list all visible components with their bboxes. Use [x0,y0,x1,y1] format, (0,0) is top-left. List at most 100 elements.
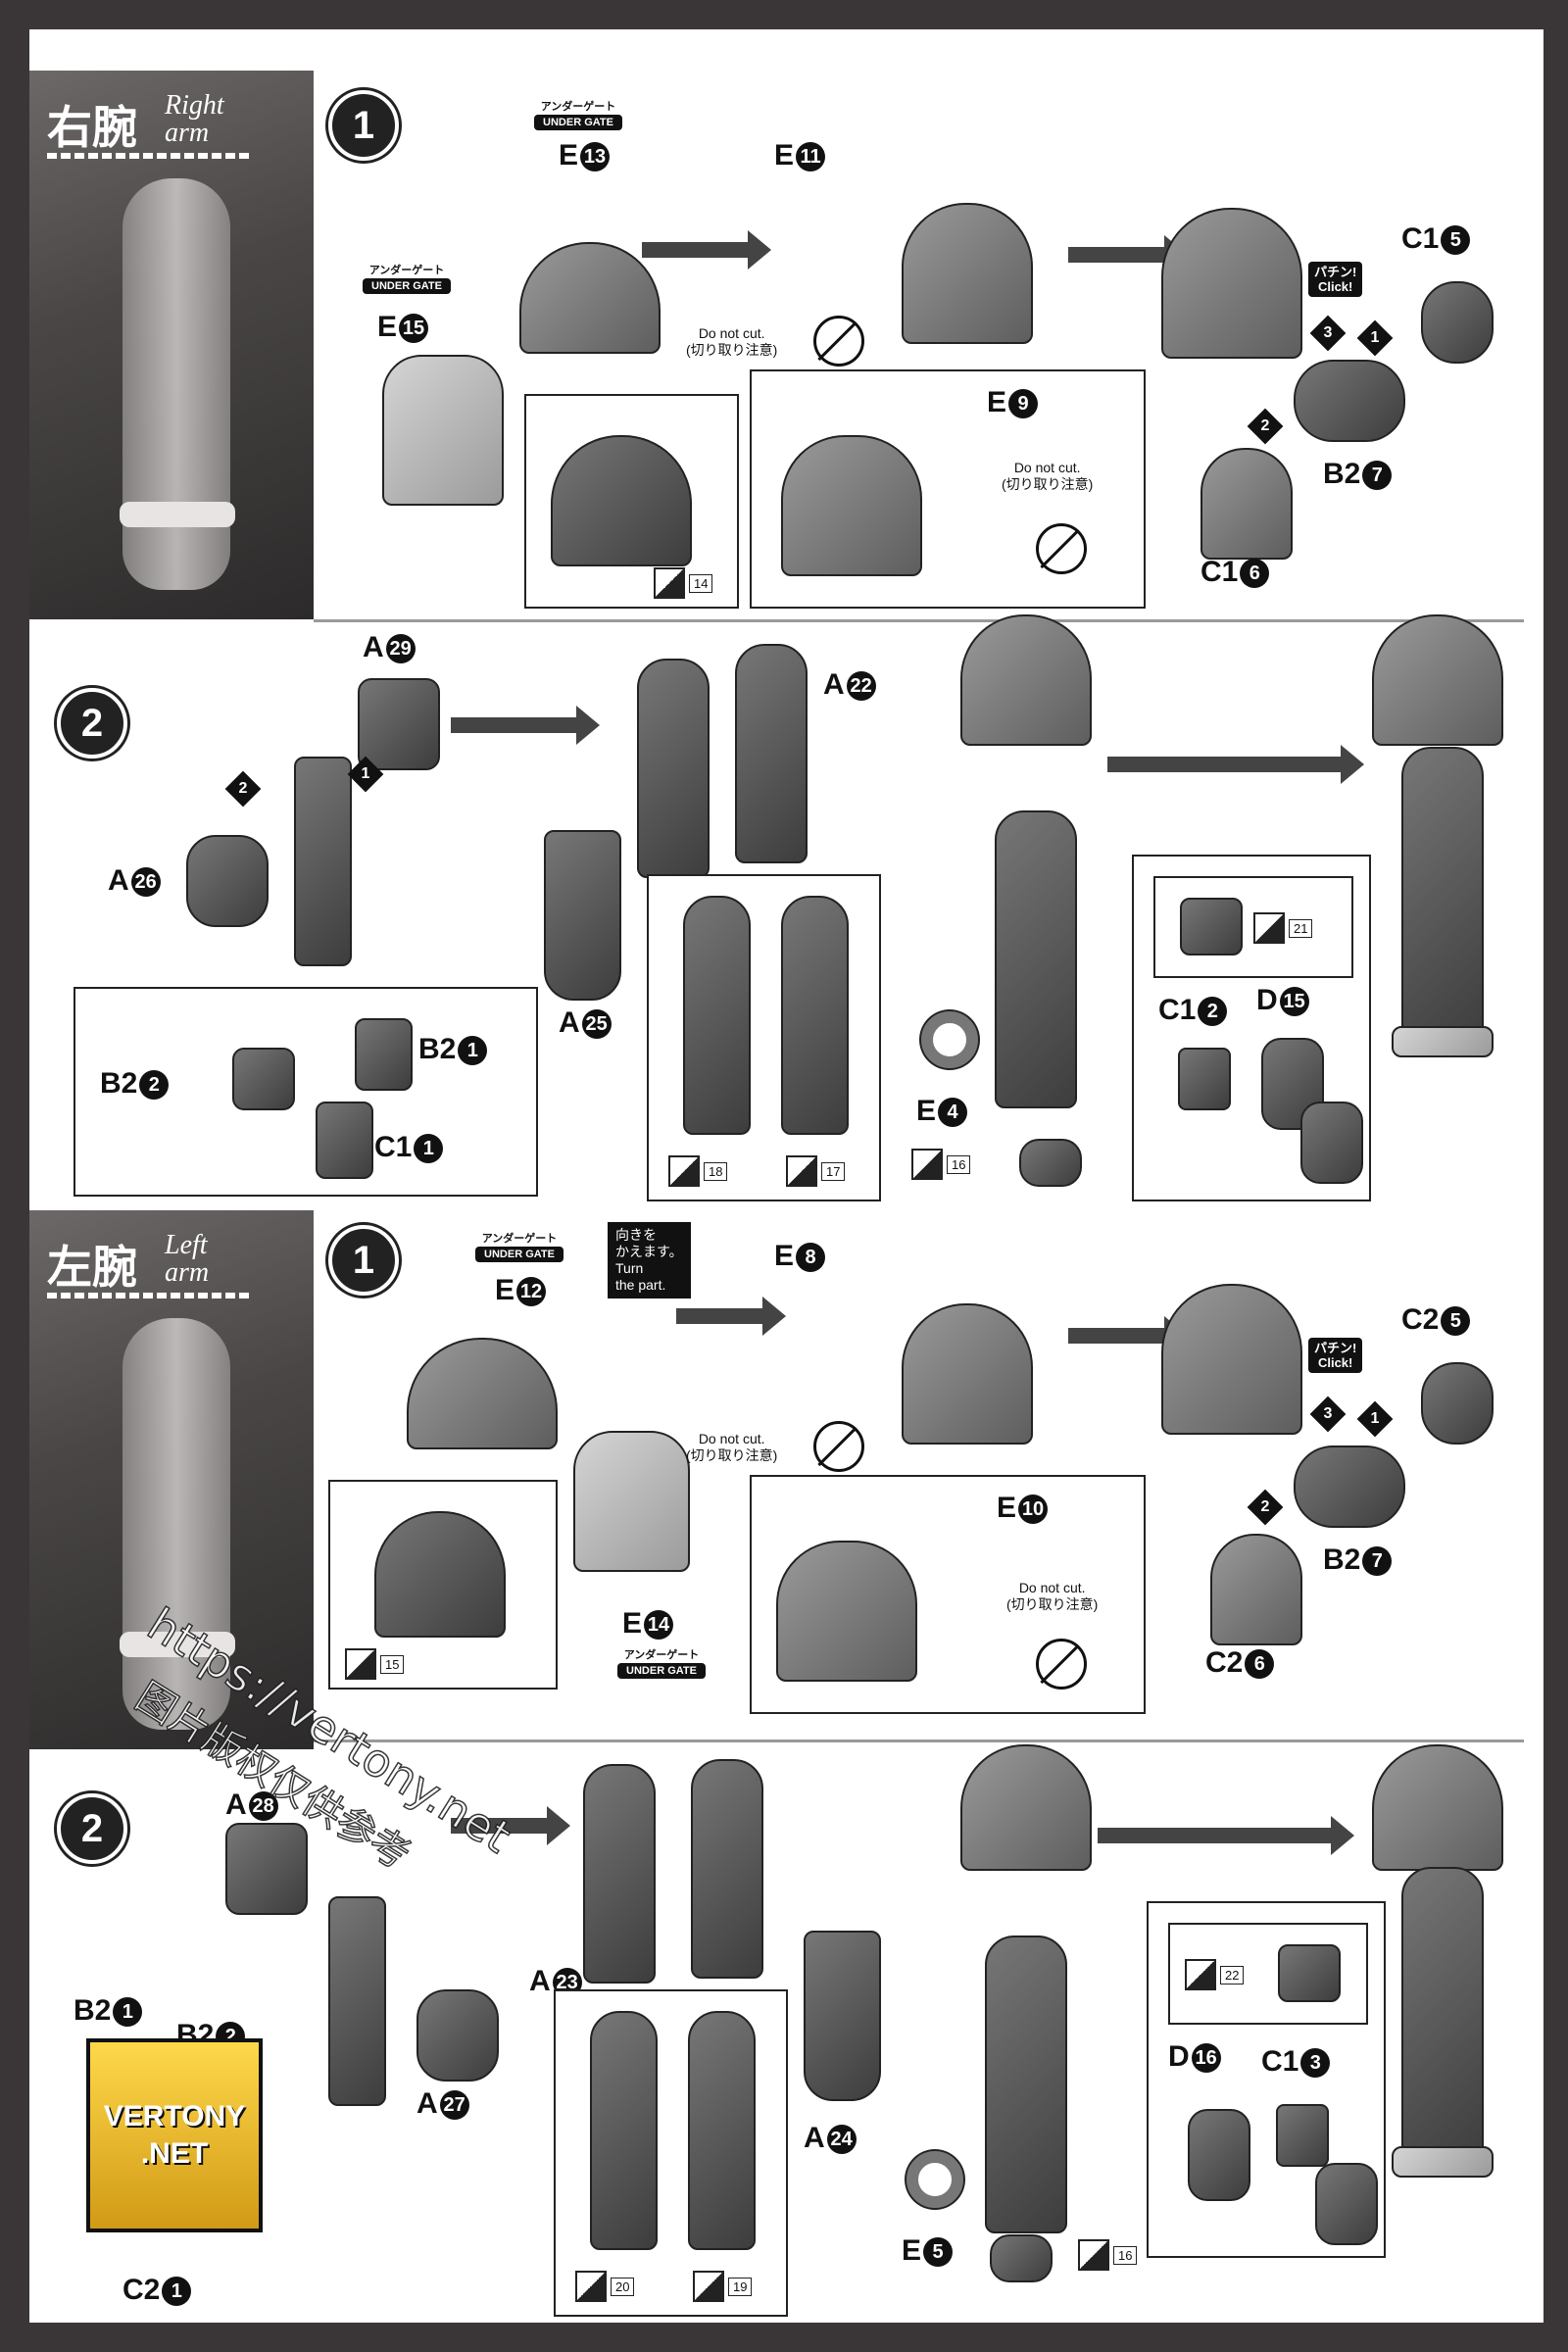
step-2-badge: 2 [57,1793,127,1864]
flow-arrow [1107,745,1364,784]
joint-shape [1294,360,1405,442]
part-a25-shape [544,830,621,1001]
final-shoulder-shape [1372,614,1503,746]
forearm-paint-inset: 18 17 [647,874,881,1201]
assembled-shoulder-shape [1161,1284,1302,1435]
joint-shape [1294,1446,1405,1528]
upper-arm-shape [328,1896,386,2106]
order-3: 3 [1309,315,1347,352]
order-1: 1 [1356,1400,1394,1438]
paint-swatch-icon [1185,1959,1216,1990]
shoulder-assembly-shape [960,1744,1092,1871]
joint-ball-shape [1421,1362,1494,1445]
under-gate-jp: アンダーゲート [540,101,616,113]
left-arm-section: 左腕 Left arm 1 アンダーゲート UNDER GATE 向きをかえます… [29,1210,1544,2318]
shoulder-inner-shape [776,1541,917,1682]
joint-ball-shape [1421,281,1494,364]
joint-b22-shape [232,1048,295,1110]
part-e14-shape [573,1431,690,1572]
title-english: Left arm [165,1232,209,1287]
part-e13-shape [519,242,661,354]
under-gate-en: UNDER GATE [534,115,622,130]
hand-c12-shape [1178,1048,1231,1110]
title-en-line2: arm [165,118,210,148]
part-e15-shape [382,355,504,506]
part-e12-shape [407,1338,558,1449]
arm-cuff-shape [120,502,235,527]
title-en-line1: Right [165,90,224,121]
hand-paint-inset: 22 [1168,1923,1368,2025]
flow-arrow [1068,1316,1188,1355]
shoulder-shell-shape [902,1303,1033,1445]
under-gate-en: UNDER GATE [617,1663,706,1679]
part-a27-shape [416,1989,499,2082]
forearm-paint-inset: 20 19 [554,1989,788,2317]
order-2: 2 [224,770,262,808]
step-1-badge: 1 [328,1225,399,1296]
forearm-assembly-shape [995,810,1077,1108]
order-1: 1 [347,756,384,793]
flow-arrow [1098,1816,1354,1855]
forearm-left-shape [590,2011,658,2250]
paint-swatch-icon [911,1149,943,1180]
paint-marker-15: 15 [345,1648,405,1680]
under-gate-jp: アンダーゲート [481,1233,558,1245]
paint-swatch-icon [693,2271,724,2302]
title-en-line1: Left [165,1230,208,1260]
paint-marker-17: 17 [786,1155,846,1187]
step1-detail-inset: 14 [524,394,739,609]
do-not-cut-note: Do not cut.(切り取り注意) [1002,460,1094,492]
paint-swatch-icon [575,2271,607,2302]
forearm-half-a22-shape [735,644,808,863]
do-not-cut-note: Do not cut.(切り取り注意) [1006,1580,1099,1612]
flow-arrow [451,1806,570,1845]
paint-swatch-icon [345,1648,376,1680]
part-e4-ring-icon [921,1011,978,1068]
final-forearm-shape [1401,1867,1484,2165]
assembled-shoulder-shape [1161,208,1302,359]
part-a26-shape [186,835,269,927]
logo-line1: VERTONY [103,2100,246,2132]
flow-arrow [451,706,600,745]
step-2-badge: 2 [57,688,127,759]
step-divider [314,1740,1524,1742]
right-arm-title: 右腕 Right arm [47,92,253,159]
upper-arm-shape [294,757,352,966]
title-kanji: 左腕 [47,1241,137,1294]
order-1: 1 [1356,319,1394,357]
wrist-ring-shape [1019,1139,1082,1187]
click-tag: パチン!Click! [1308,262,1363,297]
hand-assembled-shape [1315,2163,1378,2245]
final-cuff-shape [1392,1026,1494,1057]
paint-swatch-icon [1078,2239,1109,2271]
hand-part-shape [1180,898,1243,956]
paint-swatch-icon [654,567,685,599]
hand-part-shape [1278,1944,1341,2002]
paint-marker-18: 18 [668,1155,728,1187]
title-decoration [47,153,253,159]
left-arm-photo: 左腕 Left arm [29,1210,314,1749]
shoulder-shell-shape [902,203,1033,344]
step1-detail-inset: 15 [328,1480,558,1690]
wrist-ring-shape [990,2234,1053,2282]
